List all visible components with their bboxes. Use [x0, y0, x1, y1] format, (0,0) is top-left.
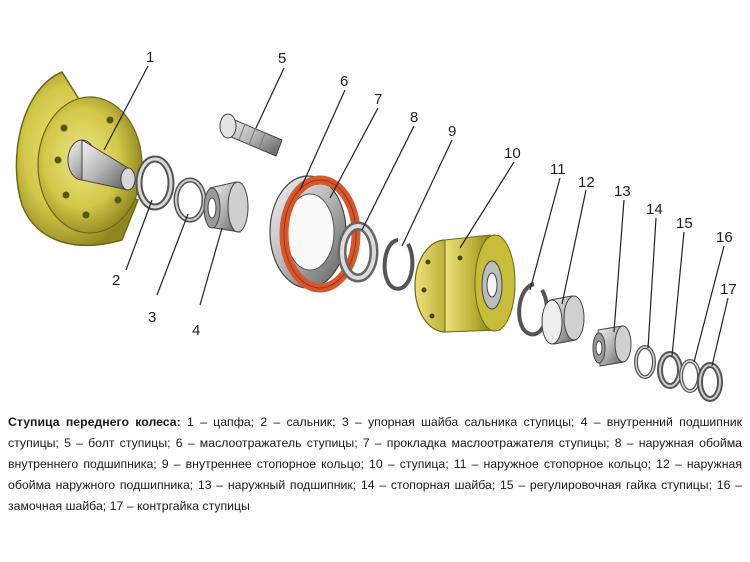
label-16: 16 [716, 229, 733, 246]
part-8-race [337, 221, 379, 283]
part-3-washer [173, 177, 207, 223]
label-6: 6 [340, 73, 348, 90]
part-16-lock-washer [679, 359, 701, 393]
figure-caption: Ступица переднего колеса: 1 – цапфа; 2 –… [8, 412, 742, 517]
label-4: 4 [192, 322, 200, 339]
part-5-bolt [219, 113, 283, 157]
part-labels: 1 2 3 4 5 6 7 8 9 10 11 12 13 14 15 16 1… [112, 49, 737, 339]
caption-title: Ступица переднего колеса: [8, 415, 181, 429]
label-12: 12 [578, 174, 595, 191]
label-10: 10 [504, 145, 521, 162]
label-8: 8 [410, 109, 418, 126]
part-2-seal [135, 155, 175, 211]
part-9-ring [382, 238, 415, 291]
caption-text: 1 – цапфа; 2 – сальник; 3 – упорная шайб… [8, 415, 742, 513]
part-15-nut [657, 351, 683, 389]
part-13-outer-bearing [592, 325, 632, 367]
label-1: 1 [146, 49, 154, 66]
label-14: 14 [646, 201, 663, 218]
label-9: 9 [448, 123, 456, 140]
part-12-race [541, 295, 585, 345]
label-2: 2 [112, 272, 120, 289]
part-4-inner-bearing [203, 181, 249, 233]
part-7-gasket [279, 175, 361, 293]
label-3: 3 [148, 309, 156, 326]
label-11: 11 [550, 161, 566, 178]
label-13: 13 [614, 183, 631, 200]
label-17: 17 [720, 281, 737, 298]
part-17-locknut [697, 362, 723, 402]
part-1-knuckle [15, 71, 143, 246]
part-10-hub [414, 234, 516, 333]
leader-lines [103, 65, 729, 367]
label-5: 5 [278, 50, 286, 67]
label-15: 15 [676, 215, 693, 232]
part-14-washer [634, 345, 656, 379]
hub-exploded-diagram: 1 2 3 4 5 6 7 8 9 10 11 12 13 14 15 16 1… [15, 49, 737, 402]
label-7: 7 [374, 91, 382, 108]
